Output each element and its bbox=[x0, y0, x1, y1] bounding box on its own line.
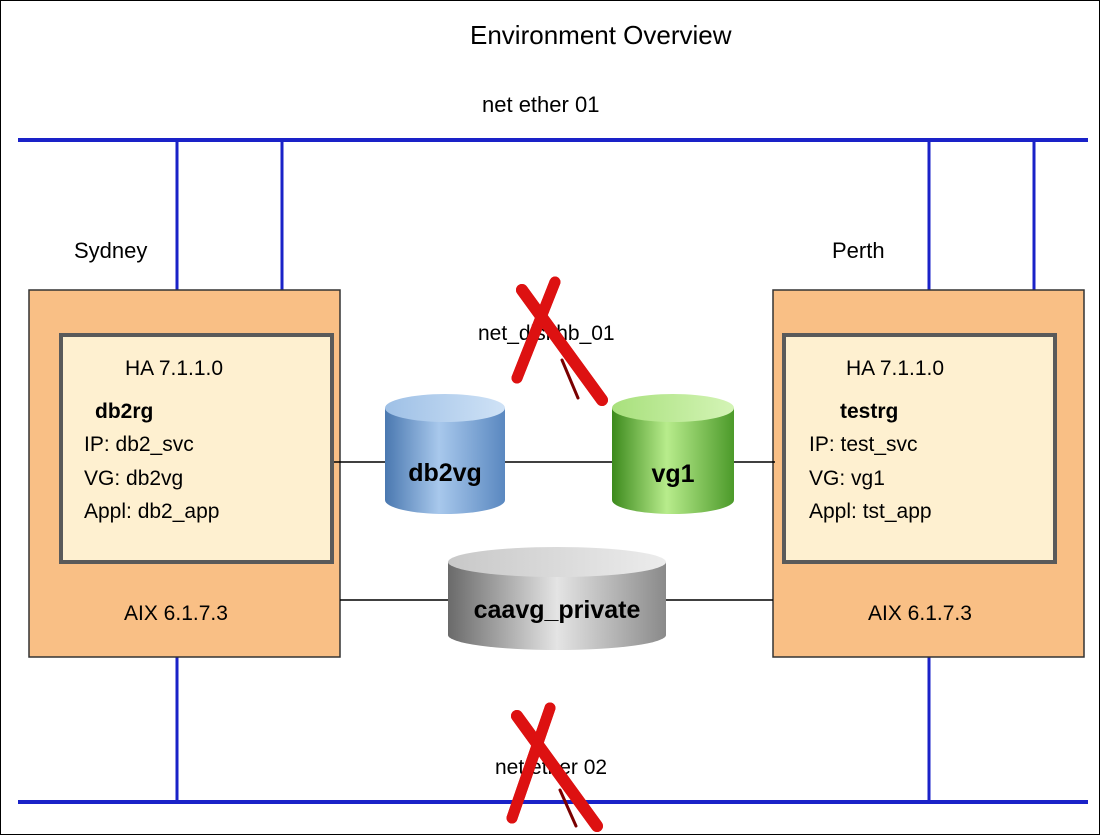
vg1-disk-icon bbox=[612, 394, 734, 514]
perth-inner-panel bbox=[786, 337, 1053, 560]
caavg-private-label: caavg_private bbox=[473, 596, 641, 624]
net-ether-01-label: net ether 01 bbox=[482, 92, 600, 117]
sydney-appl: Appl: db2_app bbox=[84, 500, 220, 523]
perth-os: AIX 6.1.7.3 bbox=[868, 602, 972, 625]
db2vg-disk-icon bbox=[385, 394, 505, 514]
sydney-resource-group: db2rg bbox=[95, 400, 154, 423]
site-label-sydney: Sydney bbox=[74, 238, 148, 263]
perth-vg: VG: vg1 bbox=[809, 467, 885, 490]
sydney-vg: VG: db2vg bbox=[84, 467, 184, 490]
vg1-label: vg1 bbox=[651, 460, 695, 488]
diagram-title: Environment Overview bbox=[470, 20, 732, 50]
sydney-ha-version: HA 7.1.1.0 bbox=[125, 357, 224, 380]
net-diskhb-01-label: net_diskhb_01 bbox=[478, 322, 615, 345]
net-ether-02-label: net ether 02 bbox=[495, 756, 608, 779]
perth-resource-group: testrg bbox=[840, 400, 899, 423]
perth-ha-version: HA 7.1.1.0 bbox=[846, 357, 945, 380]
db2vg-label: db2vg bbox=[408, 459, 482, 487]
sydney-ip: IP: db2_svc bbox=[84, 433, 194, 456]
sydney-inner-panel bbox=[63, 337, 330, 560]
site-label-perth: Perth bbox=[832, 238, 885, 263]
sydney-os: AIX 6.1.7.3 bbox=[124, 602, 228, 625]
caavg-private-disk-icon bbox=[448, 547, 666, 650]
perth-ip: IP: test_svc bbox=[809, 433, 918, 456]
perth-appl: Appl: tst_app bbox=[809, 500, 932, 523]
